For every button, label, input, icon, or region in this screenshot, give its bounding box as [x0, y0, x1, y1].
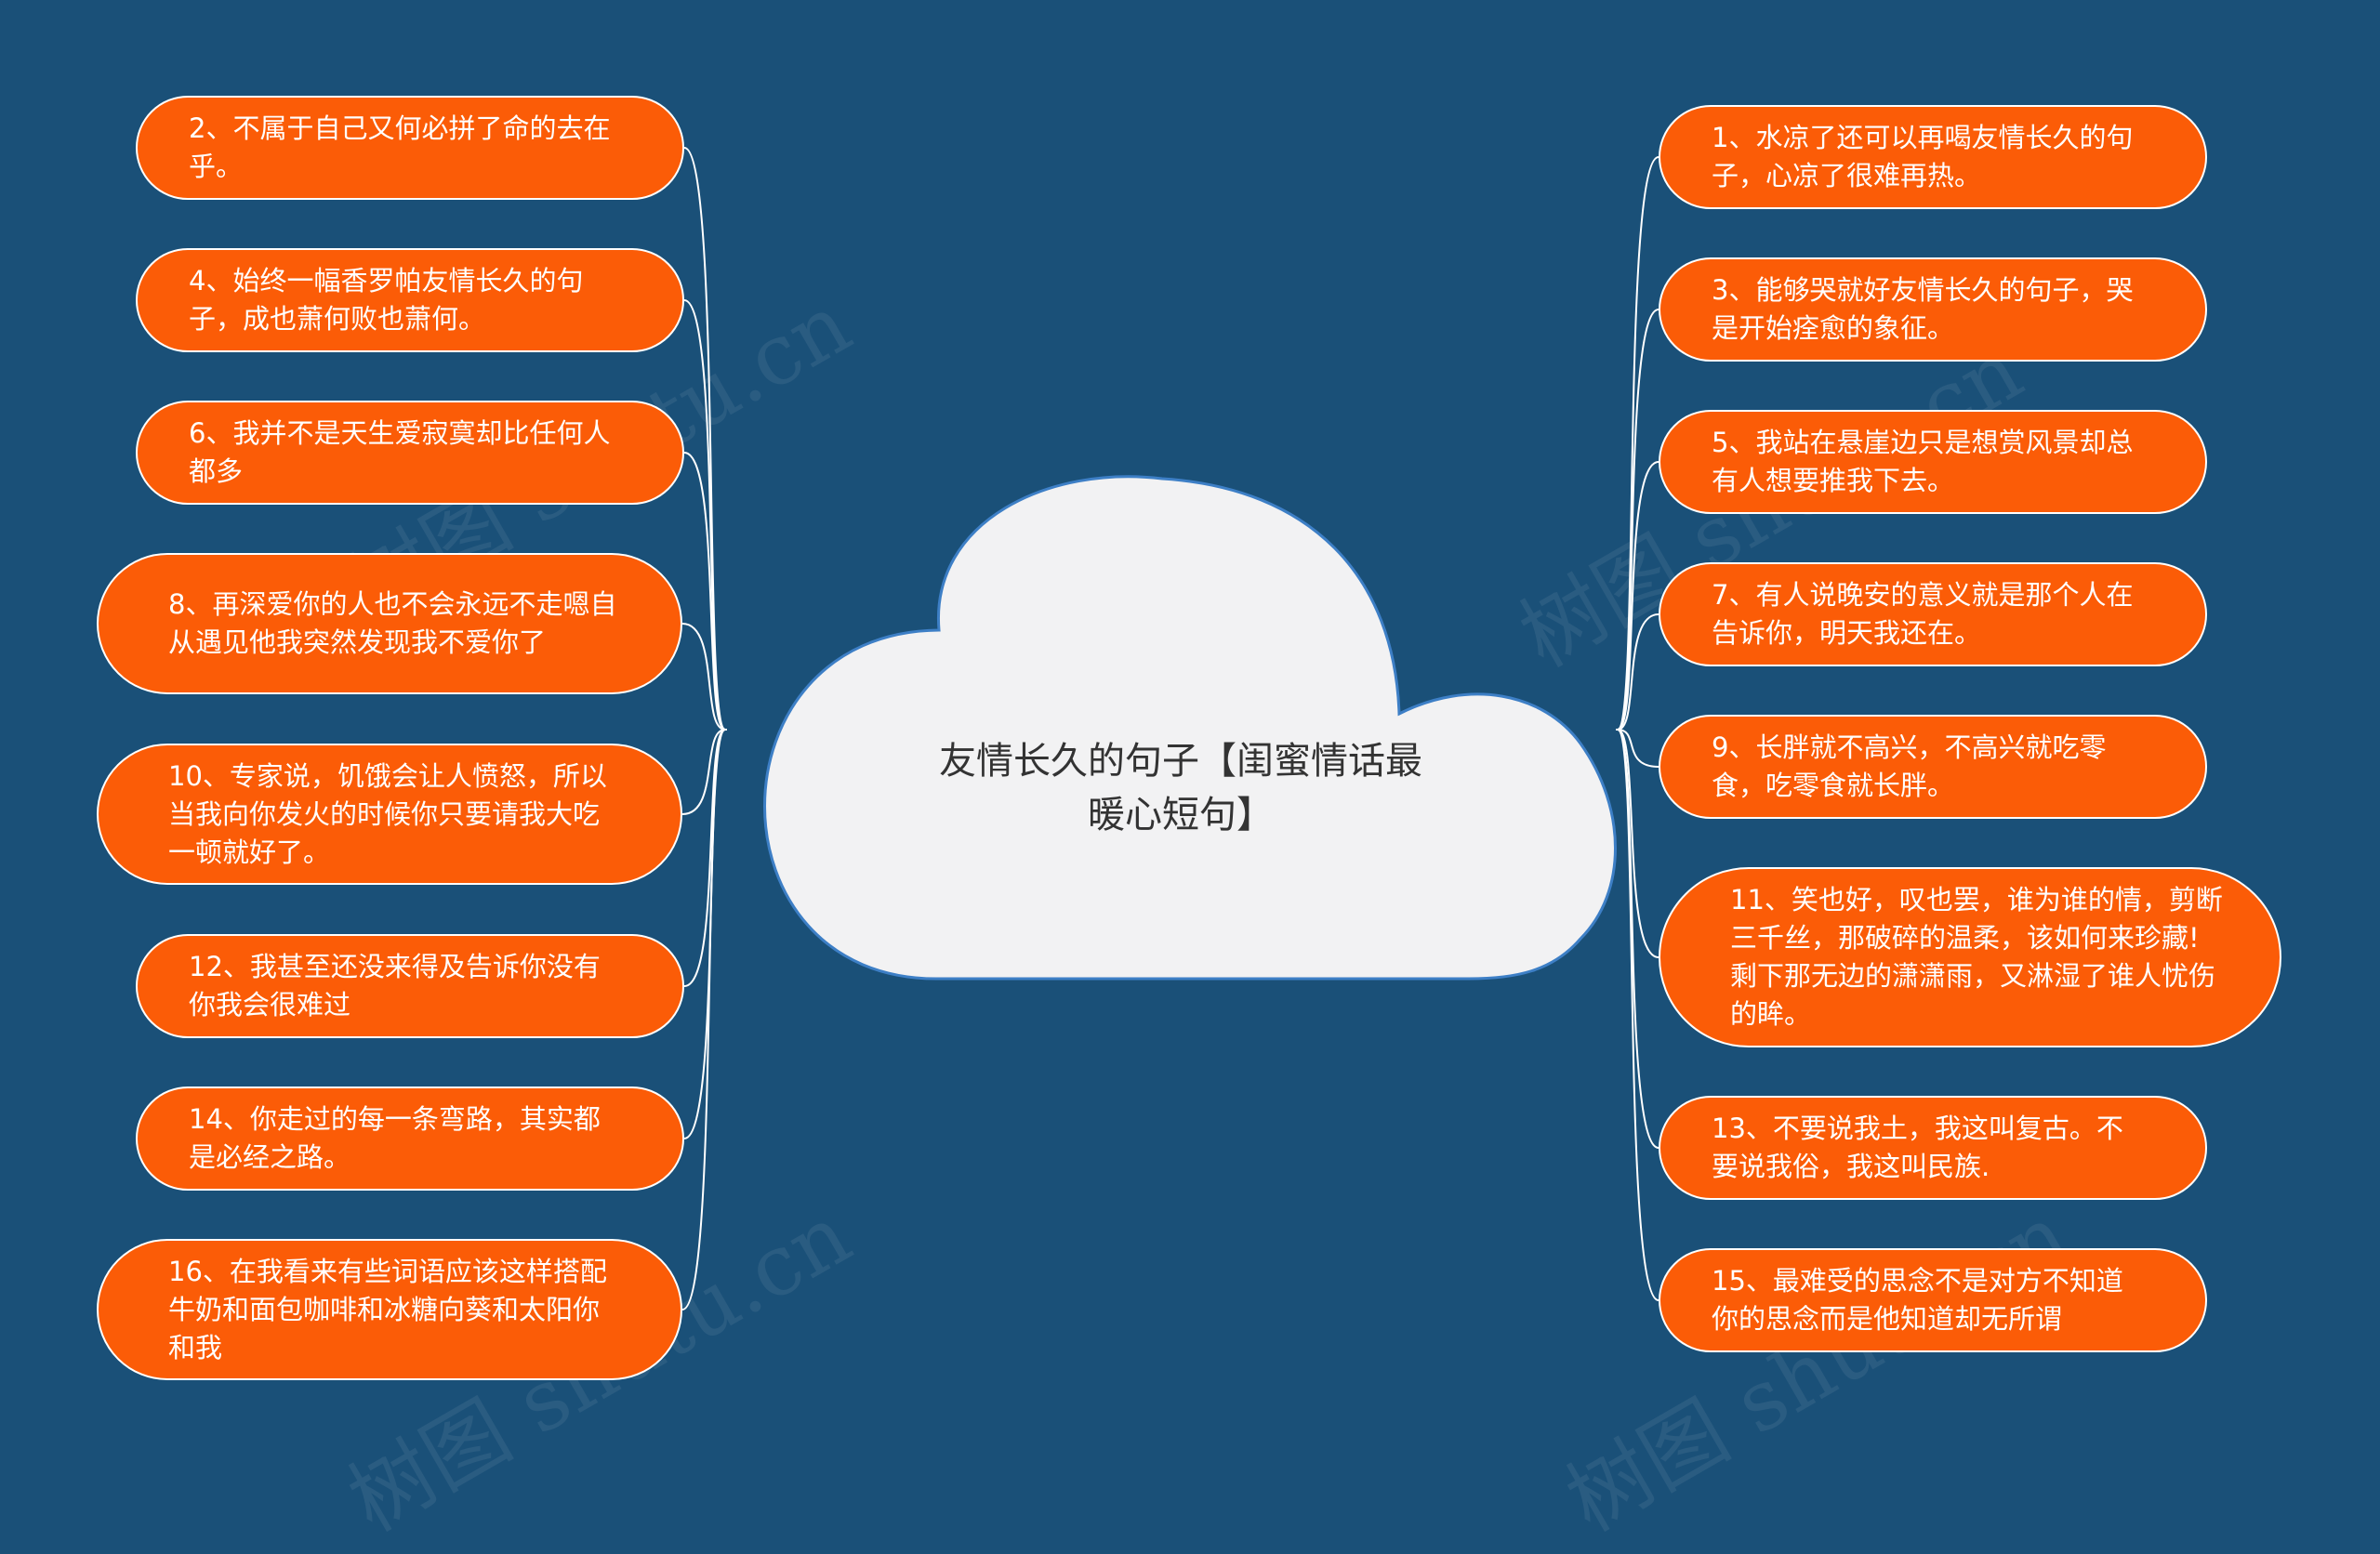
left-branch-text: 2、不属于自己又何必拼了命的去在乎。 [189, 112, 611, 182]
right-branch-node[interactable]: 5、我站在悬崖边只是想赏风景却总有人想要推我下去。 [1659, 410, 2207, 514]
left-connector-line [681, 729, 726, 815]
left-branch-text: 14、你走过的每一条弯路，其实都是必经之路。 [189, 1103, 601, 1173]
right-branch-text: 9、长胖就不高兴，不高兴就吃零食，吃零食就长胖。 [1712, 731, 2107, 801]
left-branch-text: 10、专家说，饥饿会让人愤怒，所以当我向你发火的时候你只要请我大吃一顿就好了。 [168, 759, 607, 868]
right-branch-text: 1、水凉了还可以再喝友情长久的句子，心凉了很难再热。 [1712, 122, 2134, 191]
left-branch-text: 12、我甚至还没来得及告诉你没有你我会很难过 [189, 951, 601, 1021]
left-connector-line [683, 729, 726, 987]
left-branch-node[interactable]: 2、不属于自己又何必拼了命的去在乎。 [136, 96, 684, 200]
right-branch-node[interactable]: 11、笑也好，叹也罢，谁为谁的情，剪断三千丝，那破碎的温柔，该如何来珍藏!剩下那… [1659, 867, 2281, 1047]
right-connector-line [1617, 729, 1659, 1149]
right-connector-line [1617, 461, 1659, 731]
right-connector-line [1617, 729, 1659, 1301]
right-branch-text: 5、我站在悬崖边只是想赏风景却总有人想要推我下去。 [1712, 427, 2134, 496]
right-branch-node[interactable]: 15、最难受的思念不是对方不知道你的思念而是他知道却无所谓 [1659, 1248, 2207, 1352]
right-branch-text: 11、笑也好，叹也罢，谁为谁的情，剪断三千丝，那破碎的温柔，该如何来珍藏!剩下那… [1730, 884, 2223, 1030]
mindmap-canvas [681, 147, 1659, 1310]
right-connector-line [1617, 729, 1659, 768]
left-branch-text: 4、始终一幅香罗帕友情长久的句子，成也萧何败也萧何。 [189, 265, 584, 335]
left-branch-node[interactable]: 4、始终一幅香罗帕友情长久的句子，成也萧何败也萧何。 [136, 248, 684, 352]
left-connector-line [683, 147, 726, 731]
left-connector-line [683, 299, 726, 731]
right-branch-node[interactable]: 7、有人说晚安的意义就是那个人在告诉你，明天我还在。 [1659, 562, 2207, 666]
left-connector-line [681, 623, 726, 731]
left-branch-text: 16、在我看来有些词语应该这样搭配牛奶和面包咖啡和冰糖向葵和太阳你和我 [168, 1255, 607, 1363]
right-branch-text: 7、有人说晚安的意义就是那个人在告诉你，明天我还在。 [1712, 579, 2134, 649]
left-branch-node[interactable]: 8、再深爱你的人也不会永远不走嗯自从遇见他我突然发现我不爱你了 [97, 553, 682, 694]
left-branch-text: 6、我并不是天生爱寂寞却比任何人都多 [189, 417, 611, 487]
left-branch-node[interactable]: 14、你走过的每一条弯路，其实都是必经之路。 [136, 1086, 684, 1191]
right-connector-line [1617, 613, 1659, 731]
left-branch-node[interactable]: 10、专家说，饥饿会让人愤怒，所以当我向你发火的时候你只要请我大吃一顿就好了。 [97, 744, 682, 885]
left-branch-node[interactable]: 16、在我看来有些词语应该这样搭配牛奶和面包咖啡和冰糖向葵和太阳你和我 [97, 1239, 682, 1380]
right-connector-line [1617, 309, 1659, 731]
central-topic[interactable]: 友情长久的句子【闺蜜情话最暖心短句】 [939, 740, 1422, 836]
right-connector-line [1617, 729, 1659, 958]
right-branch-node[interactable]: 13、不要说我土，我这叫复古。不要说我俗，我这叫民族. [1659, 1096, 2207, 1200]
left-connector-line [683, 452, 726, 731]
right-connector-line [1617, 156, 1659, 731]
right-branch-text: 3、能够哭就好友情长久的句子，哭是开始痊愈的象征。 [1712, 274, 2134, 344]
right-branch-text: 15、最难受的思念不是对方不知道你的思念而是他知道却无所谓 [1712, 1265, 2123, 1335]
connector-lines [681, 147, 1659, 1310]
left-branch-node[interactable]: 6、我并不是天生爱寂寞却比任何人都多 [136, 401, 684, 505]
left-connector-line [681, 729, 726, 1310]
right-branch-node[interactable]: 1、水凉了还可以再喝友情长久的句子，心凉了很难再热。 [1659, 105, 2207, 209]
left-branch-text: 8、再深爱你的人也不会永远不走嗯自从遇见他我突然发现我不爱你了 [168, 588, 617, 658]
right-branch-text: 13、不要说我土，我这叫复古。不要说我俗，我这叫民族. [1712, 1113, 2123, 1182]
right-branch-node[interactable]: 9、长胖就不高兴，不高兴就吃零食，吃零食就长胖。 [1659, 715, 2207, 819]
central-cloud-shape [763, 475, 1617, 981]
right-branch-node[interactable]: 3、能够哭就好友情长久的句子，哭是开始痊愈的象征。 [1659, 257, 2207, 362]
left-branch-node[interactable]: 12、我甚至还没来得及告诉你没有你我会很难过 [136, 934, 684, 1038]
